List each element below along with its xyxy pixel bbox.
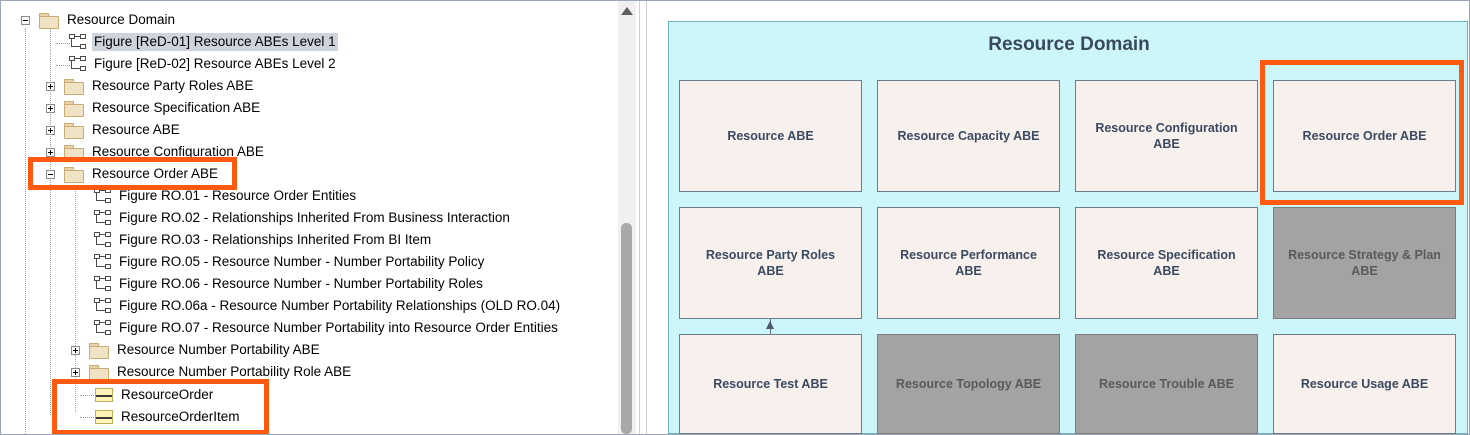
arrow-up-icon (766, 321, 774, 329)
collapse-toggle[interactable] (21, 16, 30, 25)
tree-node-figure-ro-02[interactable]: Figure RO.02 - Relationships Inherited F… (93, 207, 512, 229)
diagram-icon (93, 319, 113, 337)
diagram-icon (93, 231, 113, 249)
tree-node-resource-abe[interactable]: Resource ABE (64, 119, 182, 141)
tree-node-figure-ro-05[interactable]: Figure RO.05 - Resource Number - Number … (93, 251, 486, 273)
abe-box-resource-strategy-plan[interactable]: Resource Strategy & Plan ABE (1273, 207, 1456, 319)
tree-node-label: Resource ABE (92, 122, 180, 137)
collapse-toggle[interactable] (46, 170, 55, 179)
domain-title: Resource Domain (988, 34, 1150, 55)
tree-guide-line (50, 28, 51, 50)
tree-guide-line (56, 43, 70, 44)
expand-toggle[interactable] (71, 346, 80, 355)
folder-icon (64, 166, 84, 183)
pane-splitter[interactable] (639, 1, 647, 434)
folder-icon (64, 78, 84, 95)
tree-guide-line (80, 395, 98, 396)
tree-node-figure-ro-06[interactable]: Figure RO.06 - Resource Number - Number … (93, 273, 485, 295)
tree-node-label: Resource Order ABE (92, 166, 219, 181)
abe-box-resource-test[interactable]: Resource Test ABE (679, 334, 862, 434)
folder-icon (89, 364, 109, 381)
tree-node-label: Figure RO.01 - Resource Order Entities (119, 188, 357, 203)
diagram-icon (93, 297, 113, 315)
tree-node-label: Figure RO.06 - Resource Number - Number … (119, 276, 483, 291)
diagram-icon (68, 55, 88, 73)
abe-box-resource-usage[interactable]: Resource Usage ABE (1273, 334, 1456, 434)
highlight-box-resource-order-classes (52, 379, 269, 434)
tree-node-label: Resource Specification ABE (92, 100, 261, 115)
tree-node-figure-ro-06a[interactable]: Figure RO.06a - Resource Number Portabil… (93, 295, 562, 317)
tree-node-figure-red-02[interactable]: Figure [ReD-02] Resource ABEs Level 2 (68, 53, 338, 75)
domain-package[interactable]: Resource Domain Resource ABE Resource Ca… (668, 21, 1468, 434)
abe-box-resource-order[interactable]: Resource Order ABE (1273, 80, 1456, 192)
abe-box-resource-party-roles[interactable]: Resource Party Roles ABE (679, 207, 862, 319)
tree-node-label: Figure RO.03 - Relationships Inherited F… (119, 232, 432, 247)
diagram-canvas: Resource Domain Resource ABE Resource Ca… (648, 1, 1469, 434)
tree-node-figure-ro-07[interactable]: Figure RO.07 - Resource Number Portabili… (93, 317, 560, 339)
scroll-thumb[interactable] (621, 223, 632, 434)
tree-node-resource-domain[interactable]: Resource Domain (39, 9, 177, 31)
tree-node-resource-number-portability-abe[interactable]: Resource Number Portability ABE (89, 339, 322, 361)
folder-icon (64, 122, 84, 139)
expand-toggle[interactable] (46, 82, 55, 91)
expand-toggle[interactable] (46, 148, 55, 157)
tree-node-figure-red-01[interactable]: Figure [ReD-01] Resource ABEs Level 1 (68, 31, 338, 53)
abe-box-resource-trouble[interactable]: Resource Trouble ABE (1075, 334, 1258, 434)
tree-node-label: Figure [ReD-01] Resource ABEs Level 1 (92, 33, 338, 51)
tree-node-label: Figure RO.02 - Relationships Inherited F… (119, 210, 510, 225)
highlight-box-resource-order-abe (28, 157, 237, 190)
tree-node-resource-party-roles-abe[interactable]: Resource Party Roles ABE (64, 75, 255, 97)
tree-scrollbar[interactable] (618, 1, 636, 434)
tree-node-label: Resource Configuration ABE (92, 144, 264, 159)
diagram-icon (93, 209, 113, 227)
tree-guide-line (56, 65, 70, 66)
expand-toggle[interactable] (46, 126, 55, 135)
tree-guide-line (75, 186, 76, 412)
tree-guide-line (80, 417, 98, 418)
model-tree: Resource Domain Figure [ReD-01] Resource… (2, 2, 618, 434)
abe-box-resource-capacity[interactable]: Resource Capacity ABE (877, 80, 1060, 192)
diagram-icon (93, 275, 113, 293)
tree-node-label: ResourceOrderItem (121, 409, 240, 424)
expand-toggle[interactable] (46, 104, 55, 113)
tree-node-label: Resource Domain (67, 12, 176, 27)
tree-node-resource-order-class[interactable]: ResourceOrder (95, 384, 215, 406)
tree-node-label: Resource Party Roles ABE (92, 78, 254, 93)
tree-node-label: ResourceOrder (121, 387, 214, 402)
tree-guide-line (50, 50, 51, 415)
tree-node-label: Figure RO.07 - Resource Number Portabili… (119, 320, 558, 335)
folder-icon (39, 12, 59, 29)
folder-icon (89, 342, 109, 359)
class-icon (95, 388, 113, 402)
tree-node-label: Figure RO.05 - Resource Number - Number … (119, 254, 485, 269)
abe-box-resource-topology[interactable]: Resource Topology ABE (877, 334, 1060, 434)
diagram-icon (93, 253, 113, 271)
abe-box-resource-configuration[interactable]: Resource Configuration ABE (1075, 80, 1258, 192)
diagram-icon (68, 33, 88, 51)
tree-node-label: Resource Number Portability ABE (117, 342, 320, 357)
abe-box-resource-specification[interactable]: Resource Specification ABE (1075, 207, 1258, 319)
highlight-box-resource-order-diagram (1260, 60, 1464, 205)
tree-node-label: Figure [ReD-02] Resource ABEs Level 2 (94, 56, 336, 71)
folder-icon (64, 100, 84, 117)
tree-node-resource-order-item-class[interactable]: ResourceOrderItem (95, 406, 242, 428)
tree-node-figure-ro-03[interactable]: Figure RO.03 - Relationships Inherited F… (93, 229, 433, 251)
tree-guide-line (25, 28, 26, 434)
tree-node-label: Figure RO.06a - Resource Number Portabil… (119, 298, 561, 313)
tree-node-resource-order-abe[interactable]: Resource Order ABE (64, 163, 220, 185)
abe-box-resource[interactable]: Resource ABE (679, 80, 862, 192)
abe-box-resource-performance[interactable]: Resource Performance ABE (877, 207, 1060, 319)
tree-node-resource-number-portability-role-abe[interactable]: Resource Number Portability Role ABE (89, 361, 353, 383)
expand-toggle[interactable] (71, 368, 80, 377)
tree-node-label: Resource Number Portability Role ABE (117, 364, 352, 379)
scroll-up-arrow-icon[interactable] (621, 7, 633, 15)
class-icon (95, 410, 113, 424)
tree-node-resource-specification-abe[interactable]: Resource Specification ABE (64, 97, 262, 119)
